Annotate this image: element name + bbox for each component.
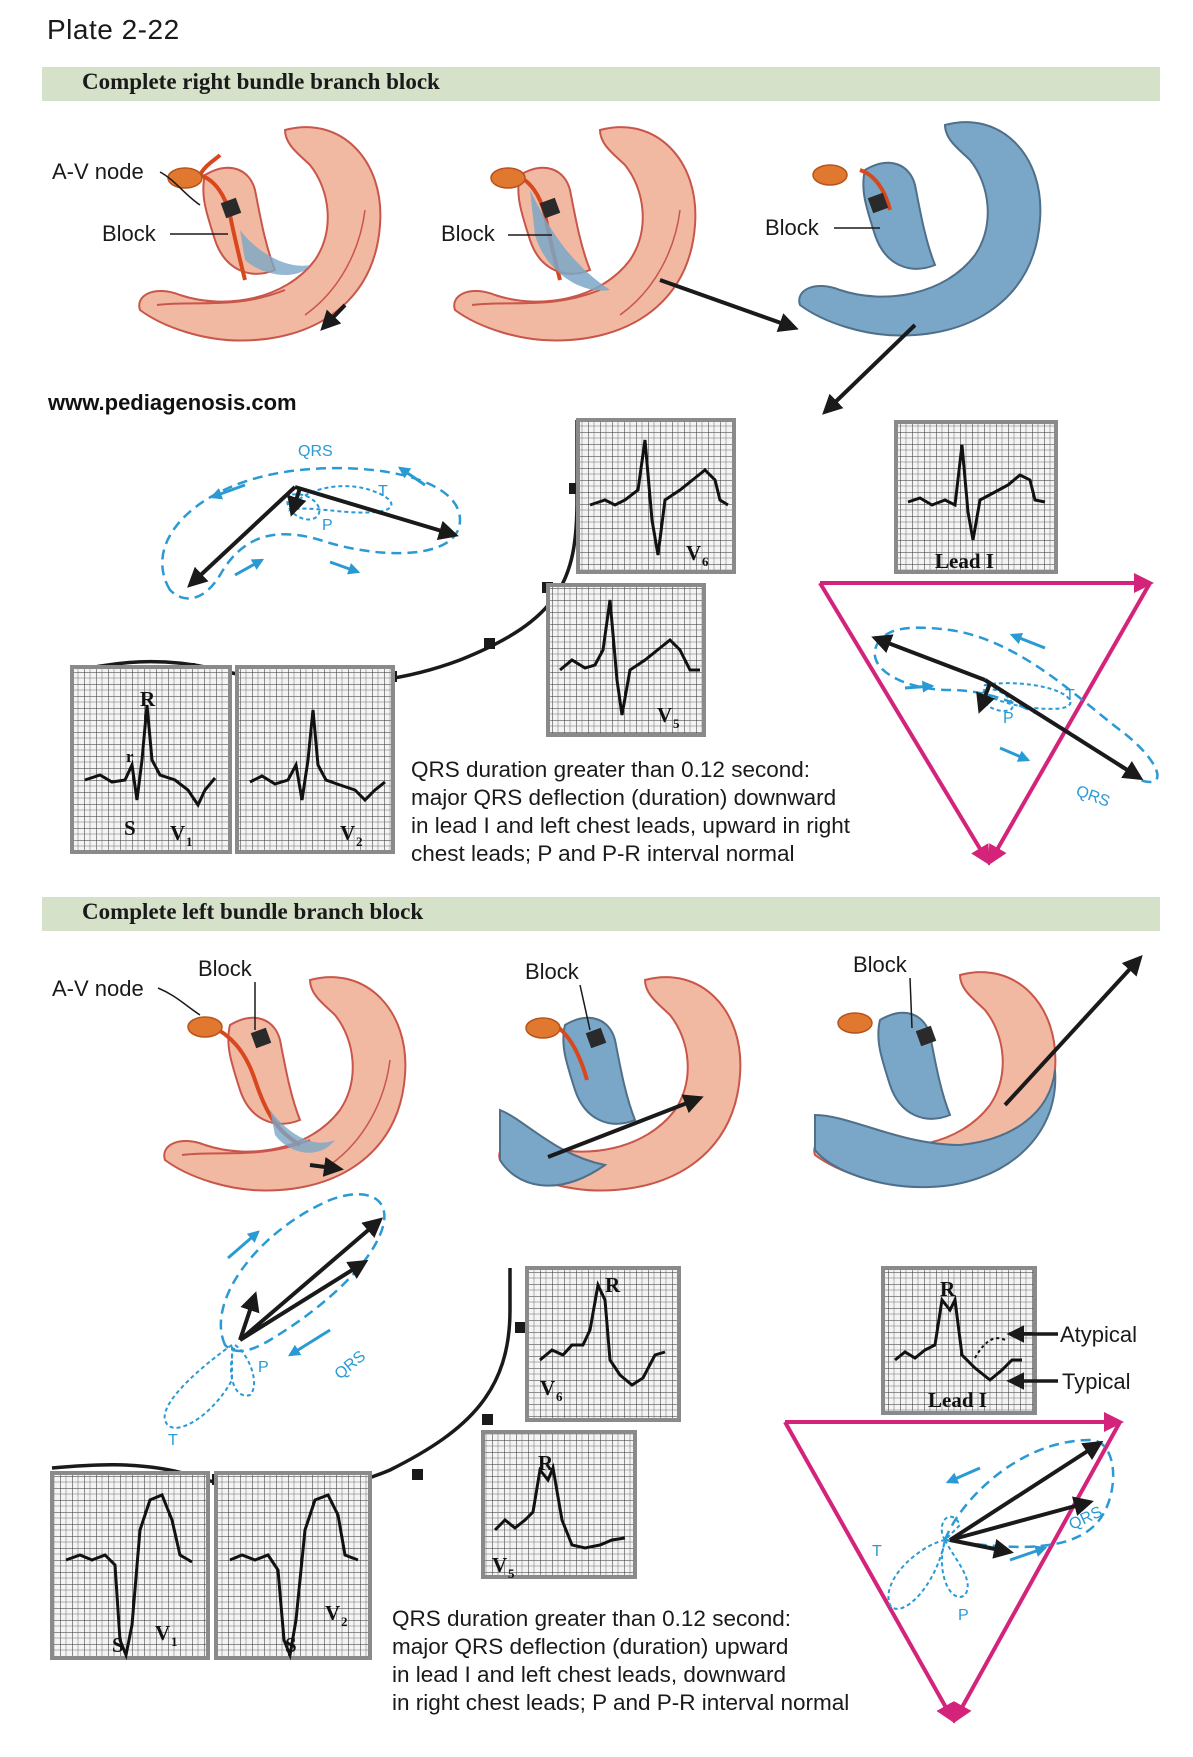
caption-line: in lead I and left chest leads, upward i… — [411, 813, 851, 838]
chest-lead-curve — [51, 1268, 512, 1493]
ecg-lead1-lbbb: R Lead I — [881, 1266, 1037, 1415]
ecg-v1-rbbb: R r S V 1 — [70, 665, 232, 854]
ecg-v5-lbbb: R V 5 — [481, 1430, 637, 1581]
einthoven-triangle-rbbb: T P QRS — [818, 573, 1159, 866]
ecg-lead-sub: 6 — [702, 554, 709, 569]
heart-illustration — [498, 976, 742, 1192]
ecg-lead-sub: 5 — [673, 716, 680, 731]
website-watermark: www.pediagenosis.com — [48, 390, 297, 415]
ecg-r-small-label: r — [126, 747, 134, 766]
ecg-lead-label: V — [170, 821, 185, 845]
caption-line: major QRS deflection (duration) downward — [411, 785, 837, 810]
av-node-label: A-V node — [52, 976, 144, 1001]
block-label: Block — [102, 221, 157, 246]
t-label: T — [378, 483, 388, 500]
ecg-v2-lbbb: S V 2 — [214, 1471, 372, 1661]
einthoven-triangle-lbbb: QRS T P — [783, 1412, 1124, 1724]
ecg-v5-rbbb: V 5 — [546, 583, 706, 737]
block-label: Block — [441, 221, 496, 246]
heart-illustration — [138, 126, 382, 342]
heart-illustration — [813, 971, 1057, 1189]
ecg-v2-rbbb: V 2 — [235, 665, 395, 854]
block-label: Block — [765, 215, 820, 240]
ecg-r-label: R — [140, 687, 156, 711]
caption-line: in right chest leads; P and P-R interval… — [392, 1690, 850, 1715]
ecg-s-label: S — [285, 1633, 297, 1657]
ecg-lead-label: V — [657, 703, 672, 727]
block-label: Block — [853, 952, 908, 977]
heart-illustration — [163, 976, 407, 1192]
t-label: T — [1065, 687, 1075, 704]
ecg-s-label: S — [112, 1633, 124, 1657]
av-node-label: A-V node — [52, 159, 144, 184]
plate-label: Plate 2-22 — [47, 14, 180, 45]
caption-line: QRS duration greater than 0.12 second: — [411, 757, 811, 782]
ecg-lead-sub: 6 — [556, 1389, 563, 1404]
ecg-r-label: R — [538, 1451, 554, 1475]
ecg-lead-sub: 2 — [341, 1614, 348, 1629]
ecg-lead-label: V — [340, 821, 355, 845]
atypical-label: Atypical — [1060, 1322, 1137, 1347]
vector-loop-lbbb: QRS P T — [163, 1192, 386, 1449]
p-label: P — [322, 517, 333, 534]
ecg-s-label: S — [124, 816, 136, 840]
block-label: Block — [525, 959, 580, 984]
caption-line: major QRS deflection (duration) upward — [392, 1634, 789, 1659]
ecg-r-label: R — [940, 1277, 956, 1301]
heart-illustration — [453, 126, 697, 342]
qrs-label: QRS — [298, 443, 333, 460]
ecg-lead1-rbbb: Lead I — [894, 420, 1058, 574]
ecg-lead-label: V — [155, 1621, 170, 1645]
caption-lbbb: QRS duration greater than 0.12 second: m… — [392, 1605, 922, 1717]
vector-loop-rbbb: QRS T P — [161, 443, 462, 600]
ecg-lead-label: Lead I — [935, 549, 994, 573]
caption-line: QRS duration greater than 0.12 second: — [392, 1606, 792, 1631]
caption-line: in lead I and left chest leads, downward — [392, 1662, 786, 1687]
ecg-r-label: R — [605, 1273, 621, 1297]
ecg-lead-label: V — [686, 541, 701, 565]
p-label: P — [958, 1607, 969, 1624]
ecg-lead-label: V — [540, 1376, 555, 1400]
t-label: T — [872, 1543, 882, 1560]
ecg-lead-label: V — [325, 1601, 340, 1625]
ecg-lead-sub: 1 — [186, 834, 193, 849]
ecg-lead-label: Lead I — [928, 1388, 987, 1412]
ecg-v1-lbbb: S V 1 — [50, 1471, 210, 1661]
section-title-lbbb: Complete left bundle branch block — [82, 899, 424, 924]
caption-rbbb: QRS duration greater than 0.12 second: m… — [411, 756, 931, 868]
ecg-lead-sub: 5 — [508, 1566, 515, 1581]
ecg-lead-sub: 1 — [171, 1634, 178, 1649]
lbbb-hearts — [163, 955, 1143, 1192]
ecg-v6-lbbb: R V 6 — [525, 1266, 681, 1422]
t-label: T — [168, 1432, 178, 1449]
block-label: Block — [198, 956, 253, 981]
caption-line: chest leads; P and P-R interval normal — [411, 841, 795, 866]
rbbb-hearts — [138, 121, 1042, 415]
p-label: P — [258, 1359, 269, 1376]
ecg-lead-label: V — [492, 1553, 507, 1577]
section-header-rbbb: Complete right bundle branch block — [42, 67, 1160, 101]
heart-illustration — [798, 121, 1042, 337]
p-label: P — [1003, 710, 1014, 727]
ecg-v6-rbbb: V 6 — [576, 418, 736, 574]
section-header-lbbb: Complete left bundle branch block — [42, 897, 1160, 931]
section-title-rbbb: Complete right bundle branch block — [82, 69, 440, 94]
qrs-label: QRS — [1074, 783, 1112, 811]
qrs-label: QRS — [332, 1348, 369, 1383]
typical-label: Typical — [1062, 1369, 1130, 1394]
ecg-lead-sub: 2 — [356, 834, 363, 849]
